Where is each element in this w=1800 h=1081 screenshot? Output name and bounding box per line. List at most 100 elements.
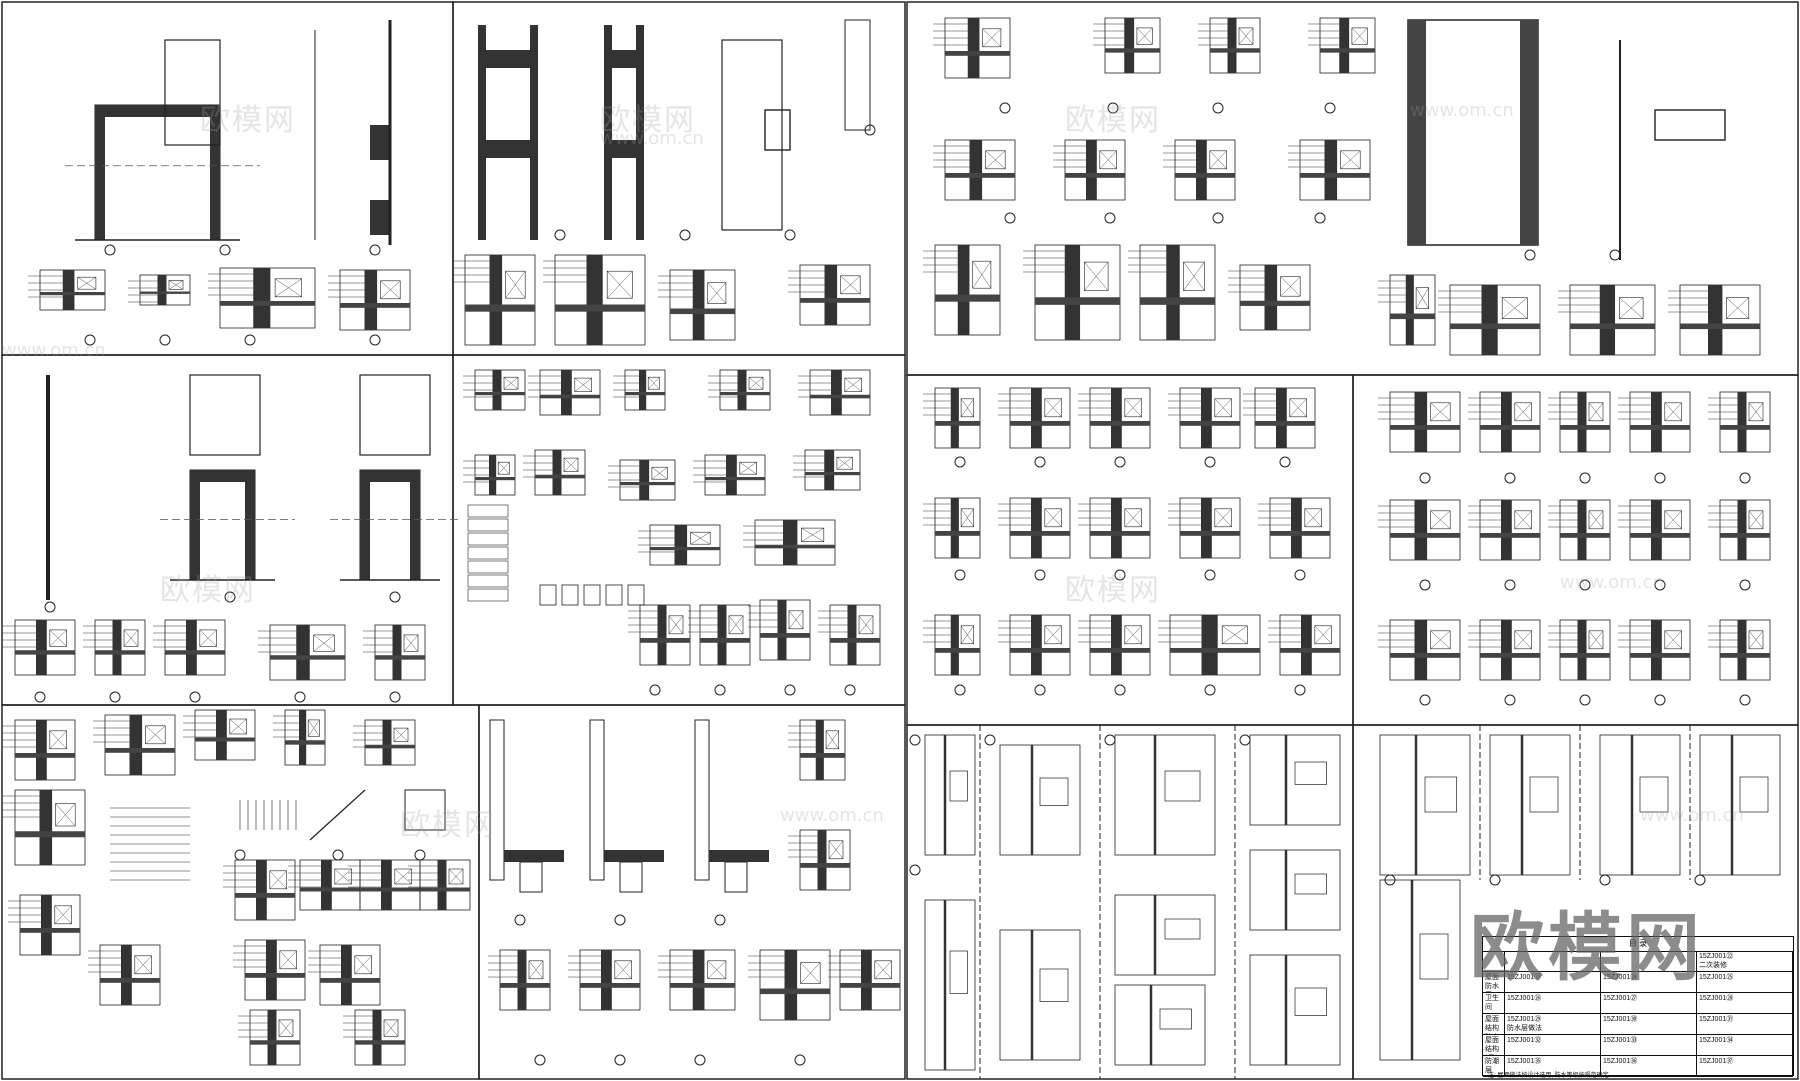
wall-section xyxy=(157,275,167,305)
detail-callout-circles xyxy=(34,102,1751,1066)
detail-callout xyxy=(1034,456,1046,468)
cross-line xyxy=(1664,630,1682,649)
slab-section xyxy=(320,978,380,983)
window-frame xyxy=(394,868,412,885)
wall-section xyxy=(62,270,75,310)
slab-section xyxy=(1480,425,1540,430)
layer-row xyxy=(467,574,509,588)
window-frame xyxy=(1209,150,1227,170)
cross-line xyxy=(960,398,974,417)
wall-section xyxy=(1201,498,1212,558)
window-frame xyxy=(269,870,287,890)
cross-line xyxy=(836,457,853,470)
window-frame xyxy=(651,466,668,480)
cross-line xyxy=(123,629,139,647)
wall-section xyxy=(1577,620,1587,680)
layer-row xyxy=(467,504,509,518)
slab-section xyxy=(755,544,835,549)
window-frame xyxy=(49,730,67,750)
window-frame xyxy=(505,270,526,299)
window-frame xyxy=(949,770,968,802)
cross-line xyxy=(1044,625,1062,644)
detail-callout xyxy=(1212,212,1224,224)
slab-section xyxy=(40,292,105,296)
slab-section xyxy=(1010,648,1070,653)
window-block xyxy=(370,200,390,235)
cross-line xyxy=(840,275,861,294)
slab-section xyxy=(300,887,360,892)
slab-section xyxy=(475,477,515,481)
detail-callout xyxy=(224,591,236,603)
parapet xyxy=(189,374,261,456)
index-table-cell: 15ZJ001㉜ xyxy=(1505,1035,1601,1056)
index-table-cell: 15ZJ001㉗ xyxy=(1601,993,1697,1014)
door-jamb xyxy=(1408,20,1426,245)
index-table-cell: 15ZJ001㉟ xyxy=(1505,1056,1601,1077)
cross-line xyxy=(1238,27,1254,45)
detail-callout xyxy=(1579,579,1591,591)
slab-section xyxy=(604,850,664,862)
slab-section xyxy=(1390,533,1460,538)
window-frame xyxy=(1726,297,1750,319)
wall-section xyxy=(517,950,527,1010)
cross-line xyxy=(1304,508,1322,527)
wall-section xyxy=(39,790,53,865)
slab-section xyxy=(620,482,675,486)
small-profile xyxy=(561,584,579,606)
wall-section xyxy=(1339,18,1350,73)
window-frame xyxy=(574,377,592,392)
detail-callout xyxy=(1504,472,1516,484)
wall-section xyxy=(639,370,647,410)
detail-callout xyxy=(784,229,796,241)
wall-section xyxy=(824,450,835,490)
cross-line xyxy=(844,377,862,392)
slab-section xyxy=(1170,648,1260,653)
window-frame xyxy=(606,270,633,299)
wall-section xyxy=(121,945,132,1005)
window-frame xyxy=(828,840,844,860)
slab-section xyxy=(1240,300,1310,306)
slab-section xyxy=(800,753,845,758)
slab-section xyxy=(1560,425,1610,430)
window-frame xyxy=(960,398,974,418)
cross-line xyxy=(49,730,67,749)
wall-section xyxy=(1201,615,1218,675)
column xyxy=(410,470,420,580)
detail-callout xyxy=(1694,874,1706,886)
cross-line xyxy=(528,960,544,979)
cross-line xyxy=(960,625,974,644)
slab-section xyxy=(810,394,870,399)
wall-section xyxy=(969,140,983,200)
wall-section xyxy=(1201,388,1212,448)
window-frame xyxy=(836,456,853,470)
window-frame xyxy=(1501,297,1528,319)
window-frame xyxy=(1430,630,1451,650)
cross-line xyxy=(54,905,72,924)
wall-section xyxy=(561,370,572,415)
cross-line xyxy=(1514,630,1532,649)
window-frame xyxy=(403,634,419,652)
cross-line xyxy=(1340,150,1361,169)
wall-section xyxy=(489,455,497,495)
wall-section xyxy=(1405,275,1414,345)
window-frame xyxy=(1588,630,1604,650)
wall-section xyxy=(967,18,980,78)
detail-callout xyxy=(1739,472,1751,484)
detail-callout xyxy=(1114,569,1126,581)
cross-line xyxy=(748,377,764,390)
wall-section xyxy=(1737,500,1747,560)
window-frame xyxy=(707,960,727,980)
detail-border xyxy=(924,734,976,856)
cross-line xyxy=(1748,510,1764,529)
window-frame xyxy=(380,280,401,300)
cross-line xyxy=(614,960,632,979)
window-frame xyxy=(985,150,1006,170)
column xyxy=(604,25,612,240)
detail-callout xyxy=(1524,249,1536,261)
detail-callout xyxy=(389,691,401,703)
wall-section xyxy=(1111,615,1122,675)
wall-section xyxy=(692,950,705,1010)
window-frame xyxy=(1639,776,1669,813)
wall-section xyxy=(266,940,277,1000)
